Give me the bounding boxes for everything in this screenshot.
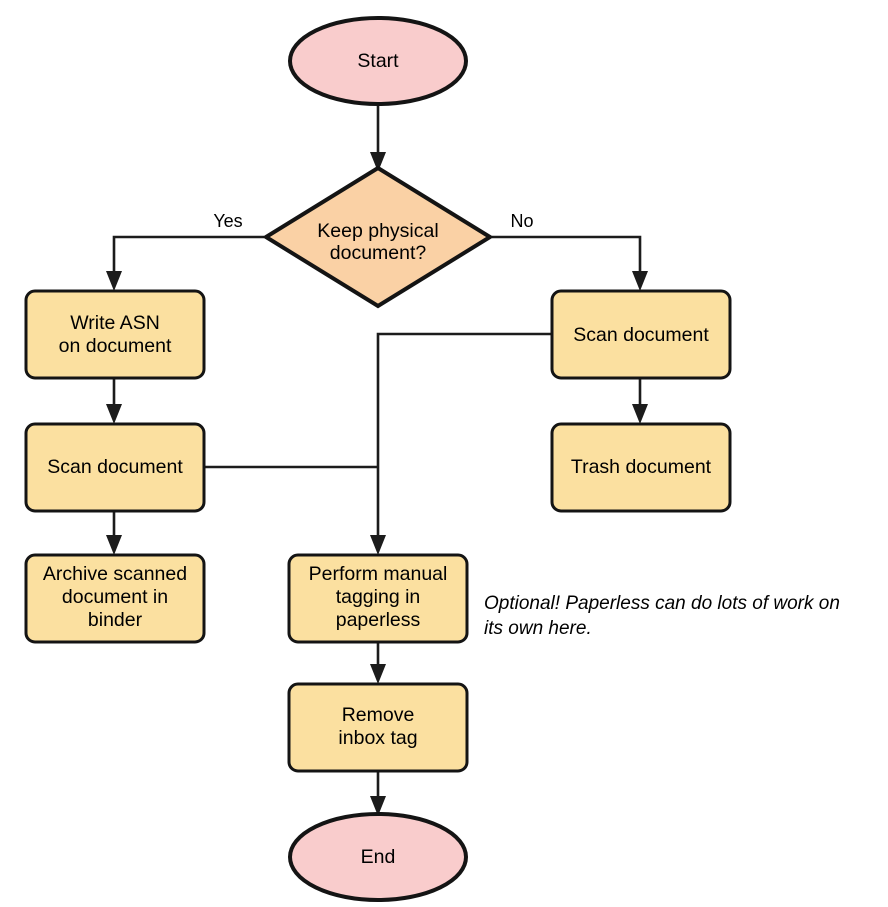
tagging-label-line3: paperless: [336, 609, 421, 631]
node-archive-scanned-document[interactable]: Archive scanned document in binder: [24, 553, 206, 644]
arrow-head-icon: [370, 152, 386, 172]
edge-label-yes: Yes: [213, 211, 242, 231]
edge-label-no: No: [510, 211, 533, 231]
edge-line: [376, 332, 552, 545]
arrow-head-icon: [632, 404, 648, 424]
node-start[interactable]: Start: [288, 16, 468, 106]
archive-label-line3: binder: [88, 609, 143, 631]
end-ellipse[interactable]: [288, 812, 468, 902]
remove-inbox-box[interactable]: [287, 682, 469, 773]
arrow-head-icon: [370, 664, 386, 684]
edge-start-to-decision: [370, 103, 386, 172]
scan-document-left-box[interactable]: [24, 422, 206, 513]
node-write-asn[interactable]: Write ASN on document: [24, 289, 206, 380]
scan-document-right-label: Scan document: [573, 324, 709, 346]
trash-document-label: Trash document: [571, 456, 712, 478]
node-decision-keep-physical-document[interactable]: Keep physical document?: [262, 165, 494, 309]
edge-decision-no-to-scan-right: [492, 235, 648, 291]
remove-inbox-label-line2: inbox tag: [338, 727, 417, 749]
edge-remove-inbox-to-end: [370, 771, 386, 816]
scan-document-right-box[interactable]: [550, 289, 732, 380]
node-trash-document[interactable]: Trash document: [550, 422, 732, 513]
archive-label-line2: document in: [62, 586, 168, 608]
start-label: Start: [357, 50, 399, 72]
decision-label-line1: Keep physical: [317, 220, 438, 242]
optional-note-line1: Optional! Paperless can do lots of work …: [484, 593, 840, 614]
write-asn-box[interactable]: [24, 289, 206, 380]
decision-label-line2: document?: [330, 242, 427, 264]
edge-tagging-to-remove-inbox: [370, 642, 386, 684]
edge-line: [112, 235, 264, 281]
start-ellipse[interactable]: [288, 16, 468, 106]
tagging-box[interactable]: [287, 553, 469, 644]
trash-document-box[interactable]: [550, 422, 732, 513]
edge-write-asn-to-scan-left: [106, 378, 122, 424]
edge-scan-left-to-archive: [106, 510, 122, 555]
archive-box[interactable]: [24, 553, 206, 644]
node-perform-manual-tagging[interactable]: Perform manual tagging in paperless: [287, 553, 469, 644]
arrow-head-icon: [370, 796, 386, 816]
decision-diamond[interactable]: [262, 165, 494, 309]
edge-scan-right-to-trash: [632, 378, 648, 424]
end-label: End: [361, 846, 396, 868]
archive-label-line1: Archive scanned: [43, 563, 187, 585]
arrow-head-icon: [106, 404, 122, 424]
arrow-head-icon: [106, 271, 122, 291]
write-asn-label-line2: on document: [59, 335, 172, 357]
remove-inbox-label-line1: Remove: [342, 704, 415, 726]
annotation-optional-note: Optional! Paperless can do lots of work …: [484, 593, 840, 639]
optional-note-line2: its own here.: [484, 618, 592, 639]
write-asn-label-line1: Write ASN: [70, 312, 160, 334]
node-scan-document-left[interactable]: Scan document: [24, 422, 206, 513]
edge-line: [492, 235, 642, 281]
arrow-head-icon: [632, 271, 648, 291]
edge-scan-right-to-tagging: [370, 332, 552, 555]
node-scan-document-right[interactable]: Scan document: [550, 289, 732, 380]
tagging-label-line1: Perform manual: [309, 563, 448, 585]
tagging-label-line2: tagging in: [336, 586, 421, 608]
node-end[interactable]: End: [288, 812, 468, 902]
edge-decision-yes-to-write-asn: [106, 235, 264, 291]
arrow-head-icon: [370, 535, 386, 555]
connector-layer: [106, 103, 648, 816]
arrow-head-icon: [106, 535, 122, 555]
node-remove-inbox-tag[interactable]: Remove inbox tag: [287, 682, 469, 773]
scan-document-left-label: Scan document: [47, 456, 183, 478]
